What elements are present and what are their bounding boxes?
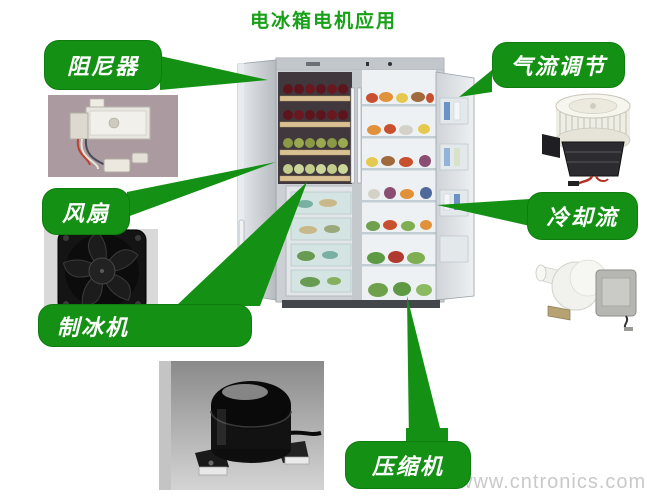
compressor-photo — [159, 361, 324, 490]
refrigerator-illustration — [237, 57, 475, 308]
blower-illustration — [532, 86, 645, 186]
damper-illustration — [48, 95, 178, 177]
callout-compressor-label: 压缩机 — [371, 454, 444, 479]
damper-photo — [48, 95, 178, 177]
callout-icemaker: 制冰机 — [38, 304, 252, 347]
pump-photo — [530, 248, 644, 332]
fan-illustration — [44, 229, 158, 313]
callout-compressor: 压缩机 — [345, 441, 471, 489]
callout-damper-label: 阻尼器 — [66, 54, 139, 79]
callout-fan: 风扇 — [42, 188, 130, 235]
callout-cooling: 冷却流 — [527, 192, 638, 240]
compressor-illustration — [159, 361, 324, 490]
callout-icemaker-label: 制冰机 — [57, 314, 130, 340]
watermark: www.cntronics.com — [458, 471, 647, 493]
page-title: 电冰箱电机应用 — [249, 11, 397, 32]
fan-photo — [44, 229, 158, 313]
blower-photo — [532, 86, 645, 186]
callout-cooling-label: 冷却流 — [546, 205, 619, 230]
callout-damper: 阻尼器 — [44, 40, 162, 90]
refrigerator-photo — [230, 52, 482, 315]
callout-fan-label: 风扇 — [61, 200, 110, 226]
arrow-compressor — [407, 296, 444, 444]
callout-airflow-label: 气流调节 — [510, 54, 607, 79]
callout-airflow: 气流调节 — [492, 42, 625, 88]
pump-illustration — [530, 248, 644, 332]
